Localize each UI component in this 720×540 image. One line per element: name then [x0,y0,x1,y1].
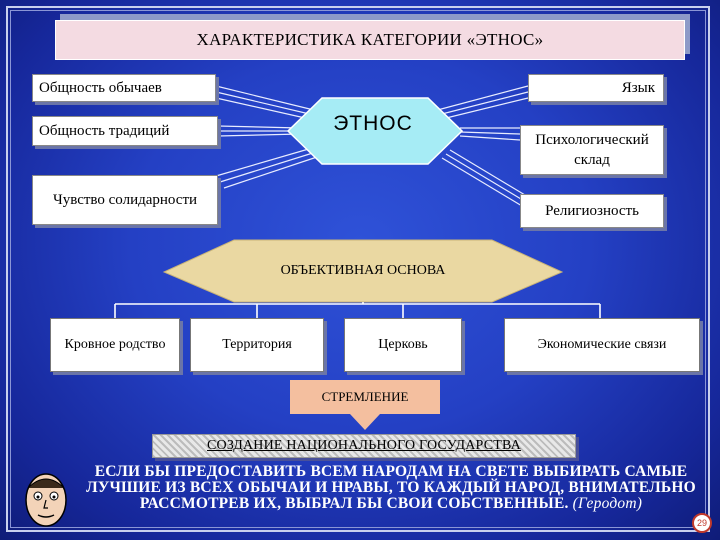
feature-traditions: Общность традиций [32,116,218,146]
herodotus-portrait-icon [18,470,74,530]
connector-religion [442,150,530,206]
ethnos-label: ЭТНОС [318,112,428,136]
feature-psychology: Психологический склад [520,125,664,175]
basis-kinship: Кровное родство [50,318,180,372]
goal-nation-state: СОЗДАНИЕ НАЦИОНАЛЬНОГО ГОСУДАРСТВА [152,434,576,458]
basis-church: Церковь [344,318,462,372]
connector-solidarity [216,148,320,188]
basis-economic-ties: Экономические связи [504,318,700,372]
aspiration-label: СТРЕМЛЕНИЕ [290,380,440,414]
feature-solidarity: Чувство солидарности [32,175,218,225]
quote-author: (Геродот) [573,495,642,512]
feature-language: Язык [528,74,664,102]
feature-religion: Религиозность [520,194,664,228]
herodotus-quote: ЕСЛИ БЫ ПРЕДОСТАВИТЬ ВСЕМ НАРОДАМ НА СВЕ… [82,464,700,512]
feature-customs: Общность обычаев [32,74,216,102]
connector-psychology [460,128,520,140]
page-number: 29 [692,513,712,533]
basis-tree [115,302,600,318]
basis-territory: Территория [190,318,324,372]
objective-basis: ОБЪЕКТИВНАЯ ОСНОВА [234,240,492,302]
